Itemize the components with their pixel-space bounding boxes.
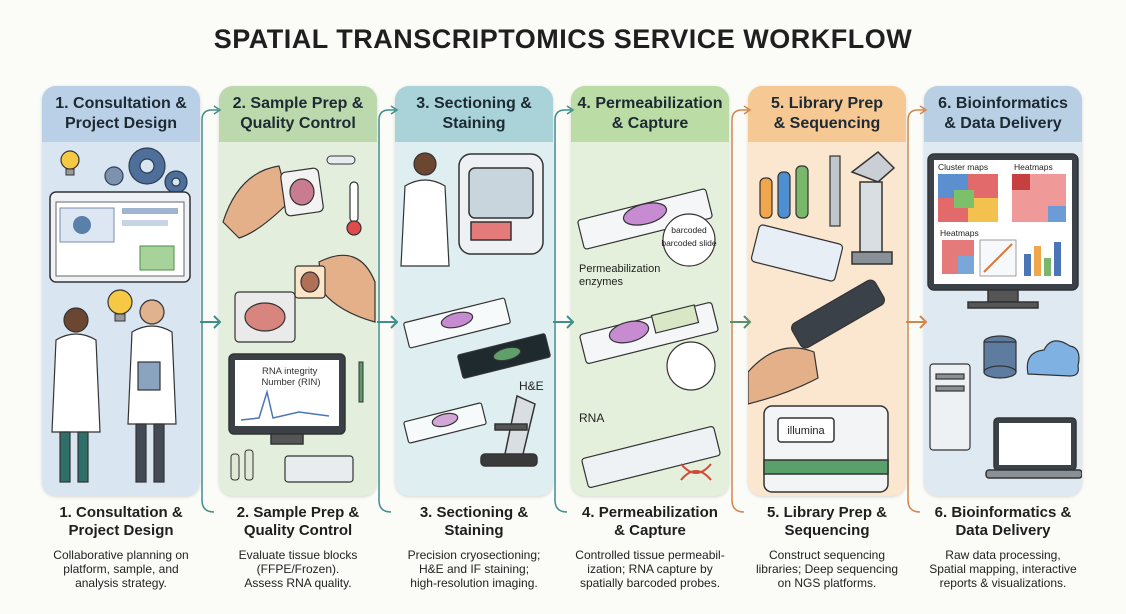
microscope-icon [480,394,538,467]
pipette-icon [829,155,841,227]
step-6-caption-title: 6. Bioinformatics & Data Delivery [934,504,1072,539]
dna-icon [680,463,712,481]
tubes-icon [230,449,254,481]
step-1-caption-desc: Collaborative planning on platform, samp… [53,548,189,590]
monitor-icon [49,191,191,283]
step-5-header: 5. Library Prep & Sequencing [748,86,906,142]
slide-icon [403,297,551,379]
step-3-header: 3. Sectioning & Staining [395,86,553,142]
scientist-figure [51,299,177,483]
server-icon [929,363,971,451]
arrow-1-2 [200,105,222,513]
step-5-caption: 5. Library Prep & Sequencing Construct s… [742,504,912,590]
well-plate-icon [750,224,844,282]
step-5-panel: 5. Library Prep & Sequencing [748,86,906,496]
step-2-caption-desc: Evaluate tissue blocks (FFPE/Frozen). As… [238,548,358,590]
step-6-illustration: Cluster maps Heatmaps Heatmaps [924,142,1082,496]
bone-icon [326,155,356,165]
step-2-header: 2. Sample Prep & Quality Control [219,86,377,142]
pipette-icon [358,361,364,403]
gear-icon [104,147,188,194]
step-4-panel: 4. Permeabilization & Capture barcoded b… [571,86,729,496]
step-5-caption-desc: Construct sequencing libraries; Deep seq… [755,548,899,590]
cluster-maps-label: Cluster maps [938,162,988,172]
he-label: H&E [519,379,544,393]
step-1-caption: 1. Consultation & Project Design Collabo… [36,504,206,590]
step-2-caption-title: 2. Sample Prep & Quality Control [236,504,360,539]
step-3-panel: 3. Sectioning & Staining H&E [395,86,553,496]
cryostat-icon [458,153,544,255]
step-2-illustration: RNA integrity Number (RIN) [219,142,377,496]
arrow-4-5 [730,105,752,513]
lightbulb-icon [107,289,133,322]
slide-icon [579,302,719,364]
lightbulb-icon [60,150,80,176]
step-4-caption-title: 4. Permeabilization & Capture [582,504,718,539]
hand-holding-chip-icon [748,279,885,405]
illumina-label: illumina [787,425,825,437]
step-1-illustration [42,142,200,496]
database-icon [983,335,1017,379]
laptop-icon [985,417,1082,479]
magnifier-icon [666,341,716,391]
heatmaps-top-label: Heatmaps [1014,162,1053,172]
step-3-caption-title: 3. Sectioning & Staining [419,504,529,539]
sequencer-icon [763,405,889,493]
barcoded-label: barcoded [671,225,707,235]
step-6-caption-desc: Raw data processing, Spatial mapping, in… [929,548,1077,590]
hand-holding-block-icon [222,165,324,239]
hand-holding-block-icon [294,254,376,323]
slide-icon [581,426,721,488]
technician-figure [400,152,450,267]
step-3-caption: 3. Sectioning & Staining Precision cryos… [389,504,559,590]
rin-label: RNA integrity Number (RIN) [261,366,320,388]
step-6-header: 6. Bioinformatics & Data Delivery [924,86,1082,142]
chip-rack-icon [284,455,354,483]
step-5-illustration: illumina [748,142,906,496]
monitor-icon [228,353,346,445]
slide-icon [403,402,487,444]
step-4-header: 4. Permeabilization & Capture [571,86,729,142]
step-2-panel: 2. Sample Prep & Quality Control [219,86,377,496]
step-2-caption: 2. Sample Prep & Quality Control Evaluat… [213,504,383,590]
slide-icon [577,188,713,250]
robot-arm-icon [850,151,896,265]
step-3-caption-desc: Precision cryosectioning; H&E and IF sta… [407,548,541,590]
arrow-3-4 [553,105,575,513]
step-4-caption-desc: Controlled tissue permeabil- ization; RN… [575,548,725,590]
step-3-illustration: H&E [395,142,553,496]
tubes-icon [759,165,809,219]
cloud-icon [1026,340,1080,377]
step-4-caption: 4. Permeabilization & Capture Controlled… [565,504,735,590]
page-title: SPATIAL TRANSCRIPTOMICS SERVICE WORKFLOW [213,24,913,54]
bar-chart-icon [1024,242,1061,276]
arrow-2-3 [377,105,399,513]
step-5-caption-title: 5. Library Prep & Sequencing [766,504,888,539]
step-4-illustration: barcoded barcoded slide Permeabilization… [571,142,729,496]
heatmaps-bottom-label: Heatmaps [940,228,979,238]
barcoded-slide-label: barcoded slide [661,238,717,248]
step-1-panel: 1. Consultation & Project Design [42,86,200,496]
heatmap-icon [942,174,1066,274]
scatter-plot-icon [979,239,1017,277]
step-1-header: 1. Consultation & Project Design [42,86,200,142]
step-6-panel: 6. Bioinformatics & Data Delivery Cluste… [924,86,1082,496]
step-1-caption-title: 1. Consultation & Project Design [59,504,183,539]
thermometer-icon [346,181,362,236]
step-6-caption: 6. Bioinformatics & Data Delivery Raw da… [918,504,1088,590]
rna-label: RNA [579,411,604,425]
arrow-5-6 [906,105,928,513]
tissue-cassette-icon [234,291,296,343]
cluster-map-icon [938,174,998,222]
enzymes-label: Permeabilization enzymes [579,263,663,288]
magnifier-icon [662,213,716,267]
